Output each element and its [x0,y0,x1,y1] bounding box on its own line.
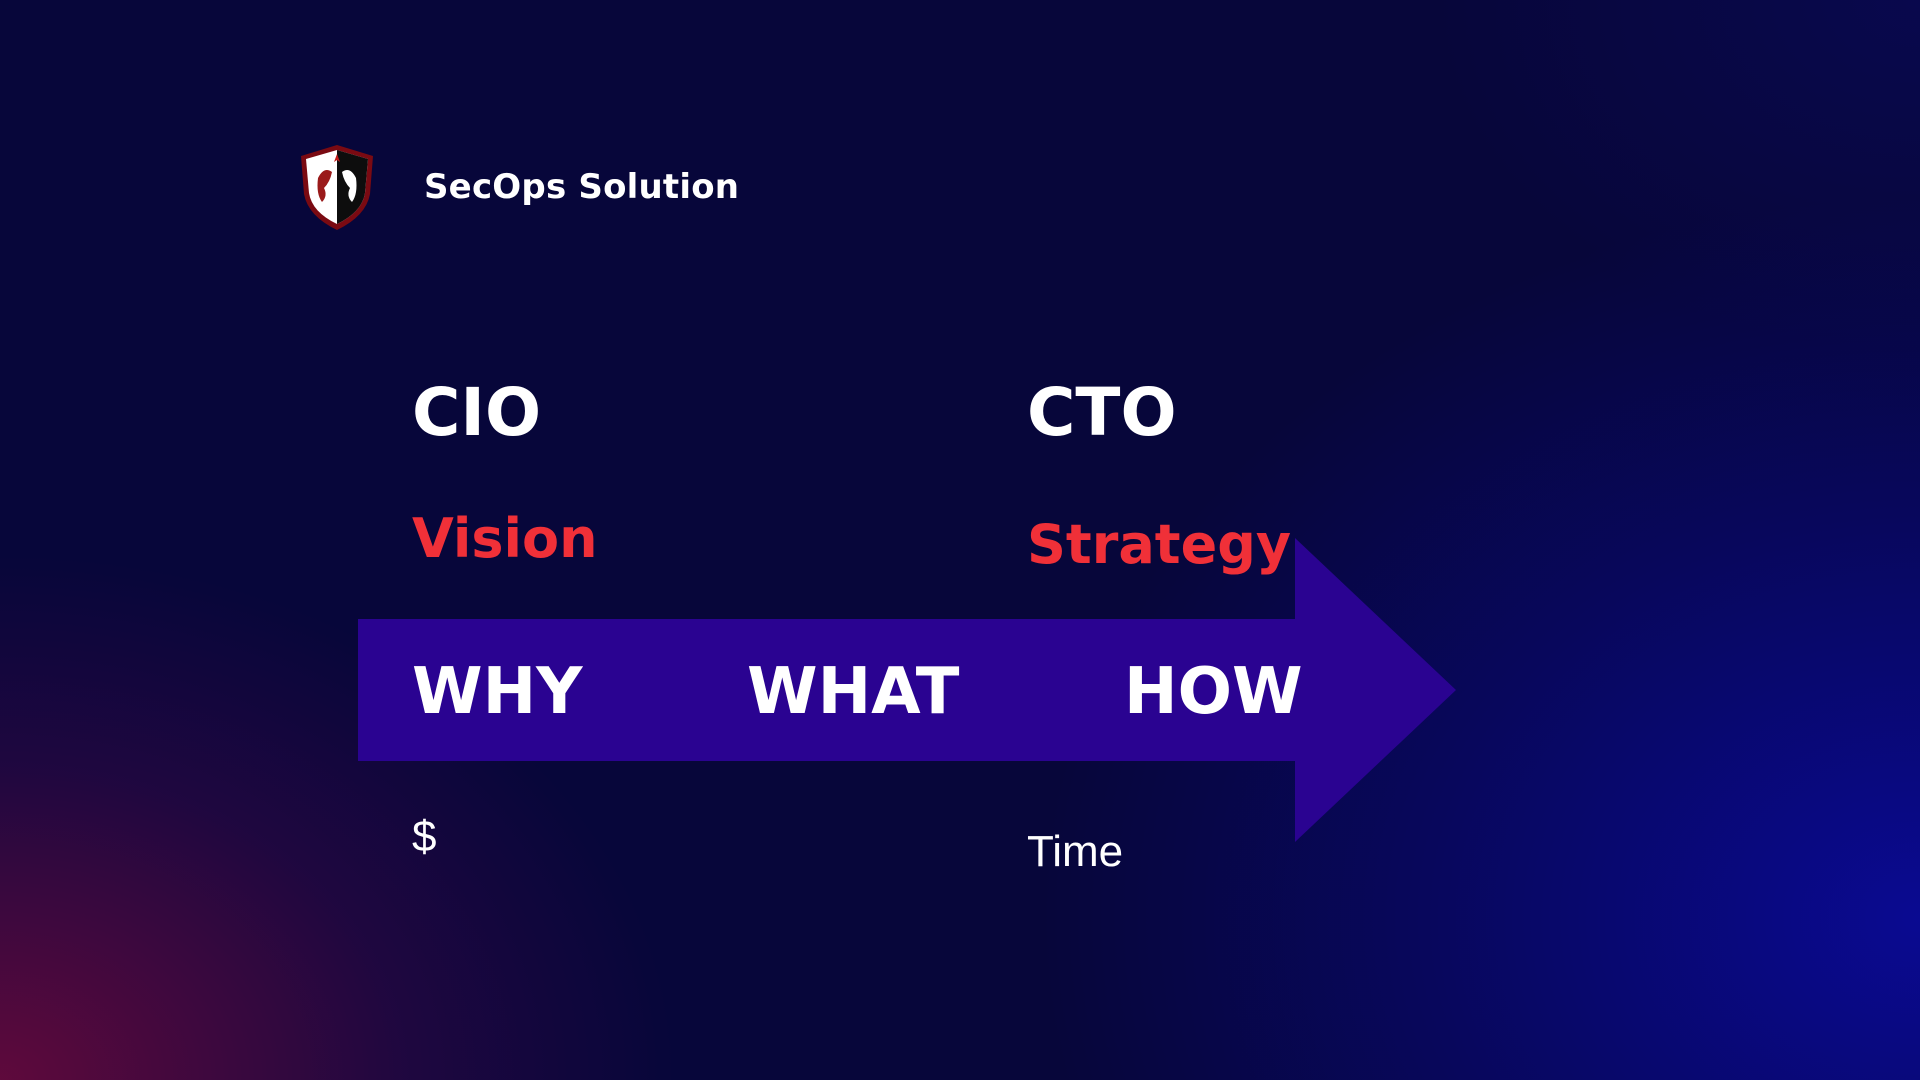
brand-name: SecOps Solution [424,167,740,207]
brand-header: SecOps Solution [296,142,739,232]
stage-what: WHAT [747,655,960,729]
stage-how: HOW [1124,655,1303,729]
aspect-strategy: Strategy [1027,513,1292,576]
note-time: Time [1027,827,1124,876]
note-dollar: $ [412,812,437,861]
role-cio: CIO [412,374,542,451]
role-cto: CTO [1027,374,1177,451]
arrow-shape [358,538,1456,842]
aspect-vision: Vision [412,507,598,570]
shield-logo-icon [301,145,373,230]
stage-why: WHY [412,655,583,729]
